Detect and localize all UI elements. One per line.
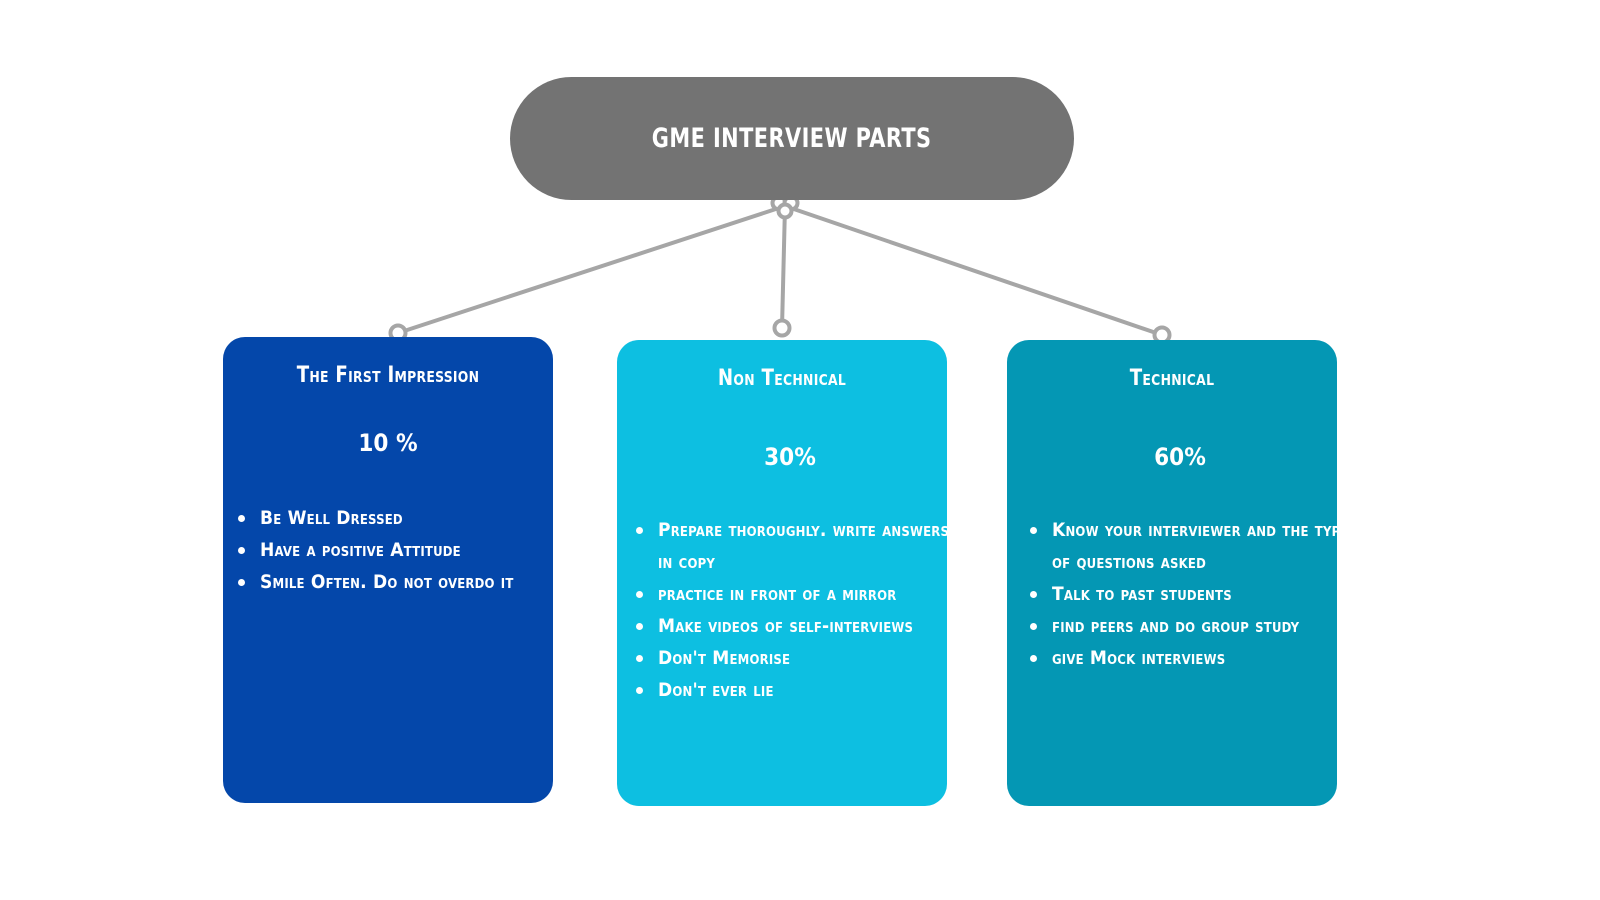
list-item: find peers and do group study (1027, 610, 1357, 642)
list-item: Talk to past students (1027, 578, 1357, 610)
connector-hub-node (776, 202, 794, 220)
card-points-list: Know your interviewer and the type of qu… (1027, 514, 1357, 674)
root-title: GME INTERVIEW PARTS (652, 123, 932, 154)
root-node: GME INTERVIEW PARTS (510, 77, 1074, 200)
card-percent: 10 % (358, 429, 418, 457)
card-technical: Technical 60% Know your interviewer and … (1007, 340, 1348, 806)
list-item: Know your interviewer and the type of qu… (1027, 514, 1357, 578)
card-title: Technical (1129, 366, 1215, 391)
list-item: Make videos of self-interviews (633, 610, 953, 642)
list-item: practice in front of a mirror (633, 578, 953, 610)
list-item: give Mock interviews (1027, 642, 1357, 674)
list-item: Prepare thoroughly. write answers in cop… (633, 514, 953, 578)
card-percent: 60% (1154, 443, 1206, 471)
connector-line-non-technical (780, 204, 787, 330)
connector-line-technical (783, 204, 1164, 337)
list-item: Don't ever lie (633, 674, 953, 706)
connector-end-node-non-technical (772, 318, 792, 338)
list-item: Don't Memorise (633, 642, 953, 674)
card-first-impression: The First Impression 10 % Be Well Dresse… (223, 337, 553, 803)
card-percent: 30% (764, 443, 816, 471)
list-item: Smile Often. Do not overdo it (235, 566, 565, 598)
card-points-list: Prepare thoroughly. write answers in cop… (633, 514, 953, 706)
connector-line-first-impression (396, 204, 787, 335)
list-item: Have a positive Attitude (235, 534, 565, 566)
card-points-list: Be Well Dressed Have a positive Attitude… (235, 502, 565, 598)
card-title: Non Technical (717, 366, 847, 391)
list-item: Be Well Dressed (235, 502, 565, 534)
card-non-technical: Non Technical 30% Prepare thoroughly. wr… (617, 340, 949, 806)
card-title: The First Impression (296, 363, 480, 388)
